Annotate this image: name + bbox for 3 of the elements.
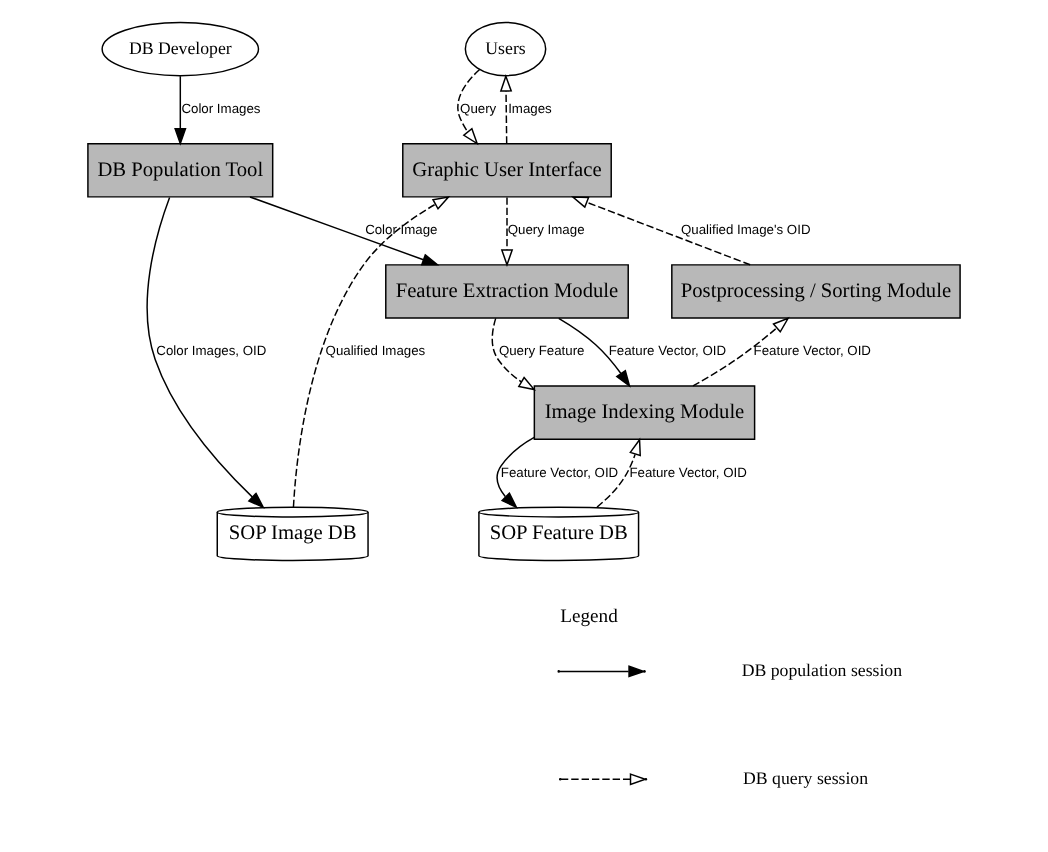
legend-label: DB population session bbox=[741, 659, 903, 680]
label: Legend bbox=[560, 605, 618, 628]
legend-label: DB query session bbox=[743, 767, 869, 788]
